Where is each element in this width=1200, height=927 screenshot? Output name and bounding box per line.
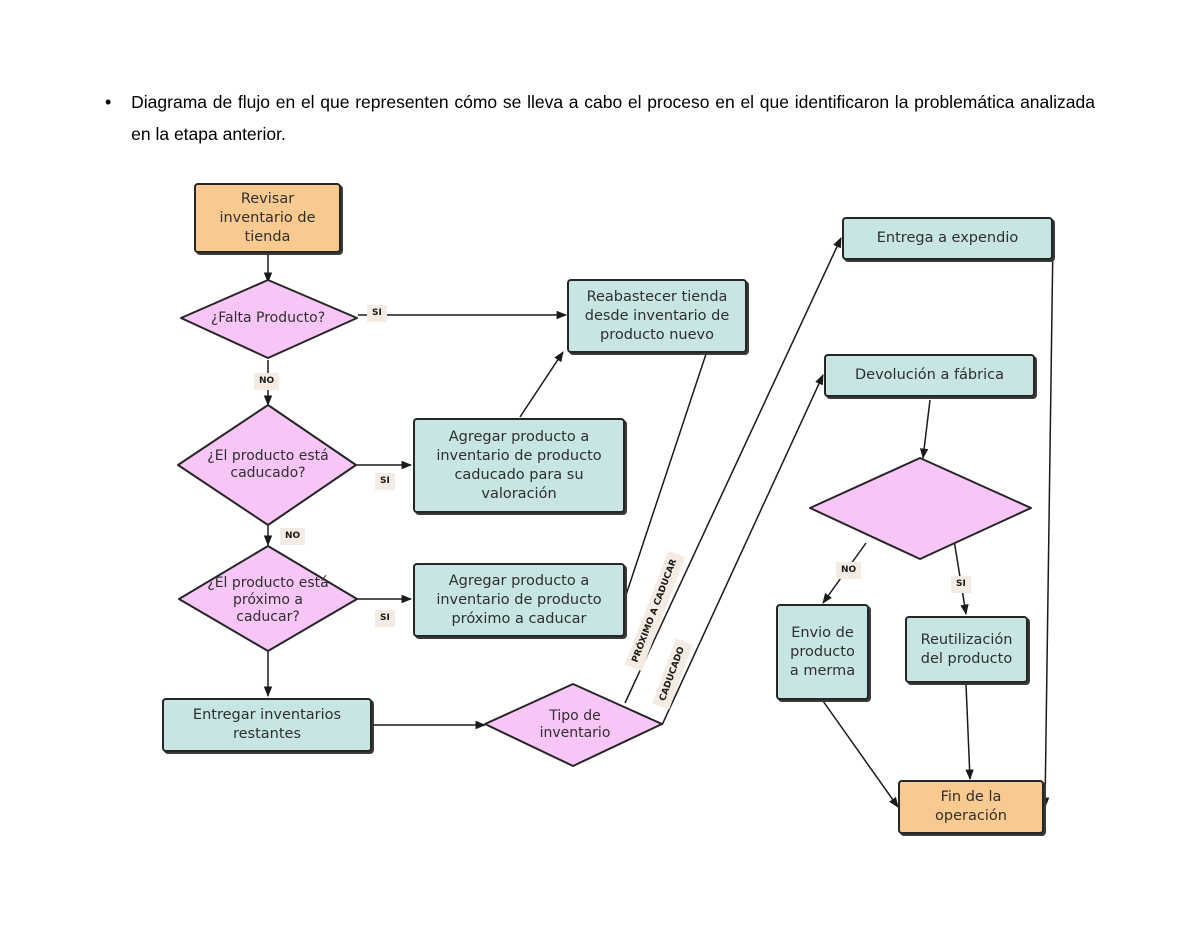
connectors [263, 237, 1054, 809]
node-devolucion-fabrica: Devolución a fábrica [824, 354, 1035, 397]
label-no-caducado: NO [280, 528, 306, 545]
decision-proximo-label: ¿El producto está próximo a caducar? [207, 574, 329, 625]
node-agregar-proximo: Agregar producto a inventario de product… [413, 563, 625, 637]
decision-tipo-label: Tipo de inventario [539, 708, 611, 741]
bullet-icon: • [105, 92, 112, 112]
node-reutilizacion: Reutilización del producto [905, 616, 1028, 683]
intro-paragraph: • Diagrama de flujo en el que represente… [105, 86, 1095, 150]
node-agregar-caducado: Agregar producto a inventario de product… [413, 418, 625, 513]
node-entregar-restantes: Entregar inventarios restantes [162, 698, 372, 752]
decision-caducado-label: ¿El producto está caducado? [207, 448, 329, 481]
diamond-falta [180, 279, 358, 359]
label-no-falta: NO [254, 373, 280, 390]
arrow-devolucion-otrofin [919, 399, 931, 460]
arrow-expendio-fin [1040, 237, 1054, 809]
intro-text: Diagrama de flujo en el que representen … [131, 92, 1095, 144]
arrow-agregar-reabastecer [519, 351, 564, 418]
label-si-otrofin: SI [951, 576, 971, 593]
diamond-caducado [177, 404, 357, 526]
arrow-reutilizacion-fin [965, 683, 974, 781]
diamond-otrofin [809, 457, 1032, 560]
label-si-caducado: SI [375, 473, 395, 490]
label-no-otrofin: NO [836, 562, 862, 579]
label-si-proximo: SI [375, 610, 395, 627]
arrow-merma-fin [822, 700, 899, 808]
arrow-agregar-proximo-reabastecer [624, 326, 717, 599]
decision-otrofin-label [846, 483, 996, 535]
arrow-tipo-expendio [624, 237, 842, 704]
diamond-tipo [484, 683, 663, 767]
arrow-tipo-devolucion [661, 374, 824, 726]
node-fin-operacion: Fin de la operación [898, 780, 1044, 834]
decision-falta-label: ¿Falta Producto? [210, 309, 326, 326]
node-reabastecer: Reabastecer tienda desde inventario de p… [567, 279, 747, 353]
decision-shapes [177, 279, 1032, 767]
label-si-falta: SI [367, 305, 387, 322]
node-envio-merma: Envio de producto a merma [776, 604, 869, 700]
node-entrega-expendio: Entrega a expendio [842, 217, 1053, 260]
diamond-proximo [178, 545, 358, 652]
node-revisar-inventario: Revisar inventario de tienda [194, 183, 341, 253]
